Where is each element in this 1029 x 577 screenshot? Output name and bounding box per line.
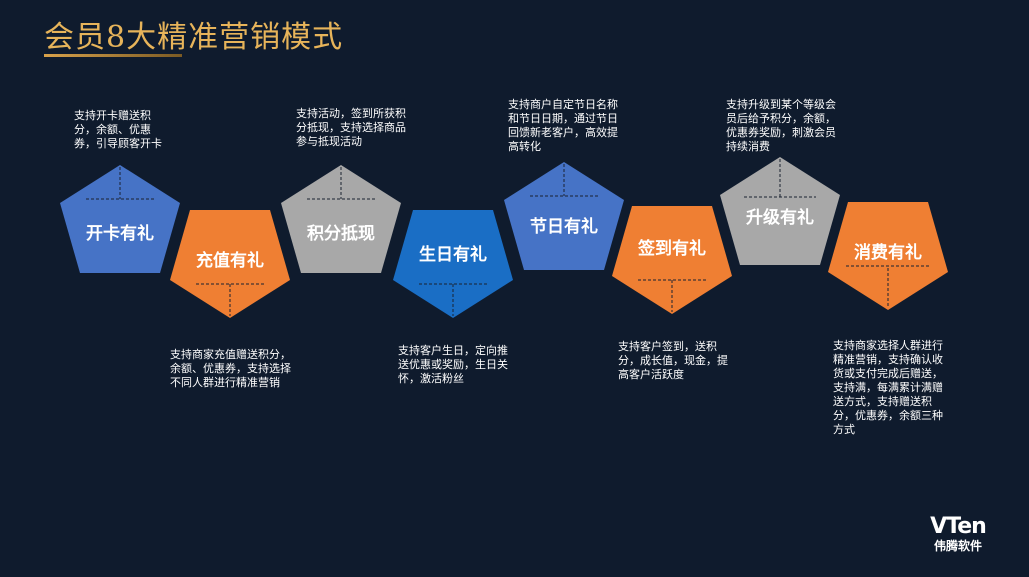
brand-logo: VTen 伟腾软件 [923, 516, 993, 554]
pentagon-shape [60, 165, 180, 273]
page-title: 会员8大精准营销模式 [44, 20, 344, 55]
pentagon-upgrade: 升级有礼 [718, 155, 842, 267]
logo-brand: VTen [930, 514, 987, 539]
pentagon-recharge: 充值有礼 [168, 208, 292, 320]
pentagon-birthday: 生日有礼 [391, 208, 515, 320]
pentagon-label: 消费有礼 [854, 243, 922, 263]
pentagon-label: 生日有礼 [419, 245, 487, 265]
pentagon-checkin: 签到有礼 [610, 204, 734, 316]
pentagon-shape [504, 162, 624, 270]
logo-subtitle: 伟腾软件 [933, 539, 982, 553]
pentagon-shape [170, 210, 290, 318]
pentagon-holiday: 节日有礼 [502, 160, 626, 272]
pentagon-points-cash: 积分抵现 [279, 163, 403, 275]
pentagon-label: 积分抵现 [307, 224, 375, 244]
pentagon-label: 节日有礼 [530, 217, 598, 237]
pentagon-card-open: 开卡有礼 [58, 163, 182, 275]
desc-points-cash: 支持活动，签到所获积分抵现，支持选择商品参与抵现活动 [296, 107, 406, 148]
desc-upgrade: 支持升级到某个等级会员后给予积分，余额，优惠券奖励，刺激会员持续消费 [726, 98, 836, 153]
desc-card-open: 支持开卡赠送积分，余额、优惠券，引导顾客开卡 [74, 109, 162, 150]
pentagon-shape [720, 157, 840, 265]
pentagon-label: 升级有礼 [746, 208, 814, 228]
desc-holiday: 支持商户自定节日名称和节日日期，通过节日回馈新老客户，高效提高转化 [508, 98, 618, 153]
pentagon-label: 签到有礼 [638, 239, 706, 259]
title-underline [44, 54, 182, 57]
pentagon-shape [612, 206, 732, 314]
pentagon-label: 充值有礼 [196, 251, 264, 271]
desc-birthday: 支持客户生日，定向推送优惠或奖励，生日关怀，激活粉丝 [398, 344, 508, 385]
desc-recharge: 支持商家充值赠送积分，余额、优惠券，支持选择不同人群进行精准营销 [170, 348, 291, 389]
pentagon-label: 开卡有礼 [86, 224, 154, 244]
pentagon-shape [393, 210, 513, 318]
pentagon-shape [281, 165, 401, 273]
desc-checkin: 支持客户签到，送积分，成长值，现金，提高客户活跃度 [618, 340, 728, 381]
pentagon-consume: 消费有礼 [826, 200, 950, 312]
pentagon-shape [828, 202, 948, 310]
desc-consume: 支持商家选择人群进行精准营销，支持确认收货或支付完成后赠送，支持满，每满累计满赠… [833, 339, 943, 436]
